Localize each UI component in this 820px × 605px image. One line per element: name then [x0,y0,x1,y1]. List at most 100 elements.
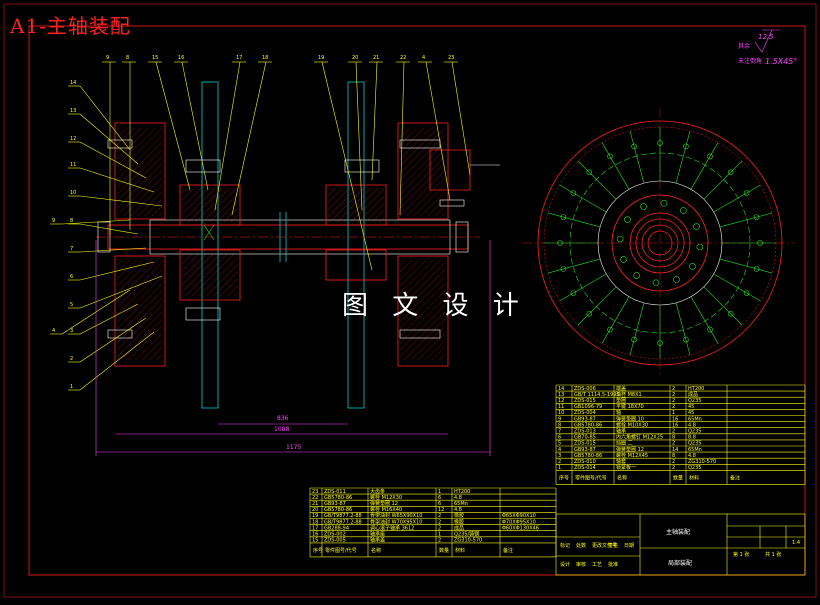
parts_left-21-code: GB93-87 [324,501,346,507]
parts_left-17-qty: 2 [438,525,441,531]
parts_left-19-code: GB/T9877.2-88 [324,513,362,519]
parts_left-16-qty: 1 [438,532,441,538]
parts_left-21-qty: 6 [438,501,441,507]
parts_left-22-material: 4.8 [454,495,462,501]
tb-label-1: 处数 [576,542,586,549]
header-code: 零件图号/代号 [325,547,357,554]
parts_left-22-qty: 6 [438,495,441,501]
parts_right-4-code: GB93-87 [574,447,596,453]
parts_left-22-name: 螺栓 M12X30 [370,494,402,501]
sheet-total: 共 1 张 [765,551,781,558]
parts_right-1-no: 1 [558,465,561,471]
parts_right-3-qty: 8 [672,453,675,459]
header-material: 材料 [689,474,699,481]
unit-title: 局部装配 [668,559,692,567]
header-no: 序号 [559,474,569,481]
callout-14: 14 [70,80,76,86]
parts_right-4-qty: 14 [672,447,678,453]
parts_left-18-material: 橡胶 [454,518,464,525]
parts_right-2-material: ZG310-570 [688,459,716,465]
parts_right-9-material: 65Mn [688,416,702,422]
side-view-gear [522,108,795,375]
parts_left-15-no: 15 [312,538,318,544]
parts_right-4-material: 65Mn [688,447,702,453]
parts_left-22-no: 22 [312,495,318,501]
parts_left-23-code: ZDS-011 [324,489,346,495]
callout-top-8: 8 [126,55,129,61]
svg-text:其余: 其余 [738,42,750,50]
parts_right-13-no: 13 [558,392,564,398]
dim-836: 836 [277,415,289,422]
parts_right-5-code: ZDS-015 [574,441,596,447]
tb-label-2: 更改文件号 [592,542,617,549]
parts_left-23-material: HT200 [454,489,470,495]
callout-3: 3 [70,328,73,334]
parts_right-5-no: 5 [558,441,561,447]
parts_right-3-material: 4.8 [688,453,696,459]
section-view [96,81,500,409]
parts_left-20-material: 4.8 [454,507,462,513]
parts_right-6-material: 8.8 [688,435,696,441]
header-name: 名称 [371,547,381,554]
parts_left-17-material: 成品 [454,524,464,531]
parts_right-1-qty: 2 [672,465,675,471]
parts_right-5-qty: 2 [672,441,675,447]
roughness-note: 其余 12.5 未注倒角 1.5X45° [738,29,797,66]
assembly-title: 主轴装配 [666,528,690,536]
callout-6: 6 [70,274,73,280]
parts_left-20-name: 螺栓 M16X40 [370,506,402,513]
parts_left-23-qty: 1 [438,489,441,495]
parts_left-15-code: ZDS-005 [324,538,346,544]
callout-top-16: 16 [178,55,184,61]
callout-4: 4 [52,328,55,334]
tb-label-5: 设计 [560,561,570,568]
parts_right-7-code: ZDS-013 [574,429,596,435]
parts_right-2-no: 2 [558,459,561,465]
inner-frame [28,25,806,576]
callout-top-19: 19 [318,55,324,61]
outer-frame [3,3,817,598]
header-qty: 数量 [673,474,683,481]
parts_right-5-name: 挡圈 二 [616,440,633,447]
callout-top-21: 21 [373,55,379,61]
parts_right-14-no: 14 [558,386,564,392]
parts_right-4-no: 4 [558,447,561,453]
parts_left-18-no: 18 [312,519,318,525]
parts_right-2-code: ZDS-010 [574,459,596,465]
tb-label-6: 审核 [576,561,586,568]
drawing-title: A1-主轴装配 [10,14,131,38]
parts_left-16-material: Q235/铸钢 [454,531,479,538]
tb-label-7: 工艺 [592,562,602,568]
parts_right-8-qty: 16 [672,422,678,428]
parts_right-14-code: ZDS-006 [574,386,596,392]
parts_left-19-note: Φ65XΦ90X10 [502,513,536,519]
parts_right-13-material: 成品 [688,391,698,398]
parts_right-11-code: GB1096-79 [574,404,602,410]
parts_left-15-name: 轴承盖 [370,537,385,544]
parts_right-11-qty: 2 [672,404,675,410]
parts_right-12-qty: 2 [672,398,675,404]
header-material: 材料 [455,547,465,554]
callout-11: 11 [70,162,76,168]
parts_left-23-name: 大齿条 [370,488,385,495]
parts_left-19-qty: 2 [438,513,441,519]
dim-1088: 1088 [274,426,289,433]
parts_right-10-no: 10 [558,410,564,416]
parts_left-19-material: 橡胶 [454,512,464,519]
callout-top-20: 20 [352,55,358,61]
parts_right-6-name: 内六角螺钉 M12X25 [616,434,663,441]
parts_left-17-code: GB288-94 [324,525,349,531]
parts_right-9-no: 9 [558,416,561,422]
parts_right-1-name: 锁紧板一 [616,464,636,471]
parts_right-10-qty: 1 [672,410,675,416]
svg-text:12.5: 12.5 [758,33,774,41]
parts_right-12-material: Q235 [688,398,701,404]
sheet-number: 第 1 张 [733,551,749,558]
parts_right-4-name: 弹簧垫圈 12 [616,446,644,453]
parts_left-16-name: 轴承座 [370,531,385,538]
parts_right-11-material: 45 [688,404,694,410]
callout-top-17: 17 [236,55,242,61]
